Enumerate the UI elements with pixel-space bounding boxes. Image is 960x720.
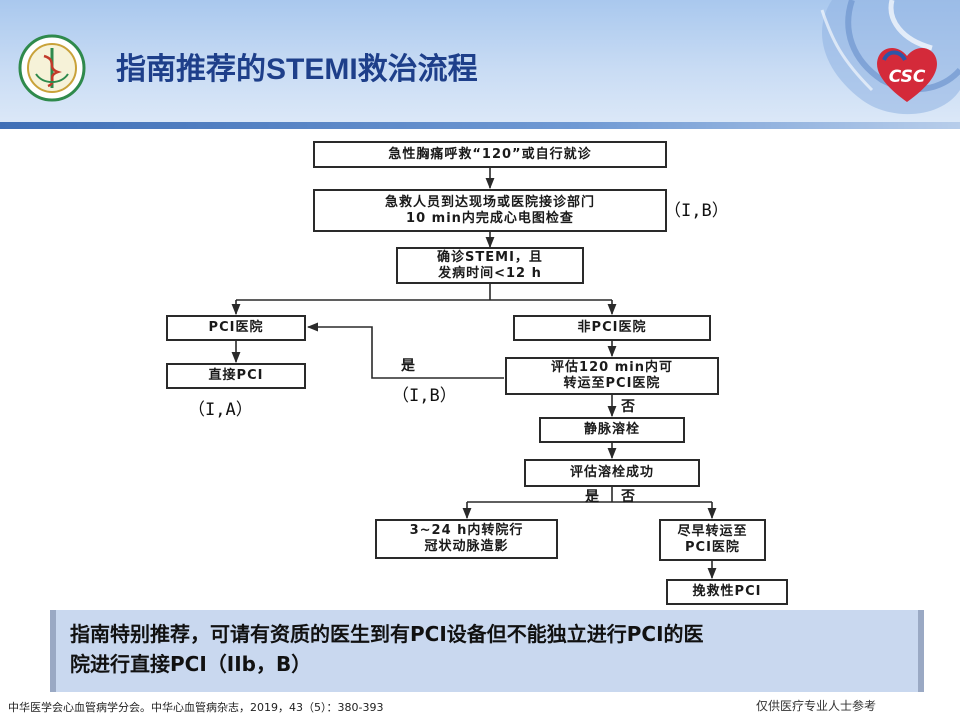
grade-ecg: （I,B） bbox=[664, 201, 729, 221]
node-assess-transfer: 评估120 min内可转运至PCI医院 bbox=[505, 357, 719, 395]
recommendation-box: 指南特别推荐，可请有资质的医生到有PCI设备但不能独立进行PCI的医 院进行直接… bbox=[50, 610, 924, 692]
node-assess-lysis-success: 评估溶栓成功 bbox=[524, 459, 700, 487]
node-non-pci-hospital: 非PCI医院 bbox=[513, 315, 711, 341]
node-chest-pain-call: 急性胸痛呼救“120”或自行就诊 bbox=[313, 141, 667, 168]
node-pci-hospital: PCI医院 bbox=[166, 315, 306, 341]
footer-disclaimer: 仅供医疗专业人士参考 bbox=[756, 699, 877, 713]
node-primary-pci: 直接PCI bbox=[166, 363, 306, 389]
edge-label-no-success: 否 bbox=[621, 489, 635, 505]
csc-heart-logo-icon: CSC bbox=[877, 47, 937, 102]
grade-direct-pci: （I,A） bbox=[188, 400, 253, 420]
edge-label-yes-success: 是 bbox=[585, 489, 599, 505]
edge-label-yes-transfer: 是 bbox=[401, 358, 415, 374]
node-stemi-confirmed: 确诊STEMI，且发病时间<12 h bbox=[396, 247, 584, 284]
edge-label-no-transfer: 否 bbox=[621, 399, 635, 415]
grade-transfer: （I,B） bbox=[392, 386, 457, 406]
node-rescue-pci: 挽救性PCI bbox=[666, 579, 788, 605]
footer-citation: 中华医学会心血管病学分会。中华心血管病杂志，2019，43（5）：380-393 bbox=[8, 701, 384, 714]
header-band bbox=[0, 0, 960, 128]
page-title: 指南推荐的STEMI救治流程 bbox=[116, 53, 478, 86]
csc-logo-text: CSC bbox=[889, 67, 926, 87]
node-thrombolysis: 静脉溶栓 bbox=[539, 417, 685, 443]
node-transfer-angiography: 3~24 h内转院行冠状动脉造影 bbox=[375, 519, 558, 559]
header-stripe bbox=[0, 122, 960, 129]
recommendation-line-1: 指南特别推荐，可请有资质的医生到有PCI设备但不能独立进行PCI的医 bbox=[70, 622, 704, 646]
recommendation-line-2: 院进行直接PCI（IIb，B） bbox=[70, 652, 312, 676]
chinese-medical-association-logo-icon bbox=[18, 34, 86, 102]
edge-n3-split bbox=[236, 283, 612, 301]
edge-n9-split bbox=[467, 486, 712, 503]
edge-n7-n4-yes bbox=[306, 322, 504, 379]
